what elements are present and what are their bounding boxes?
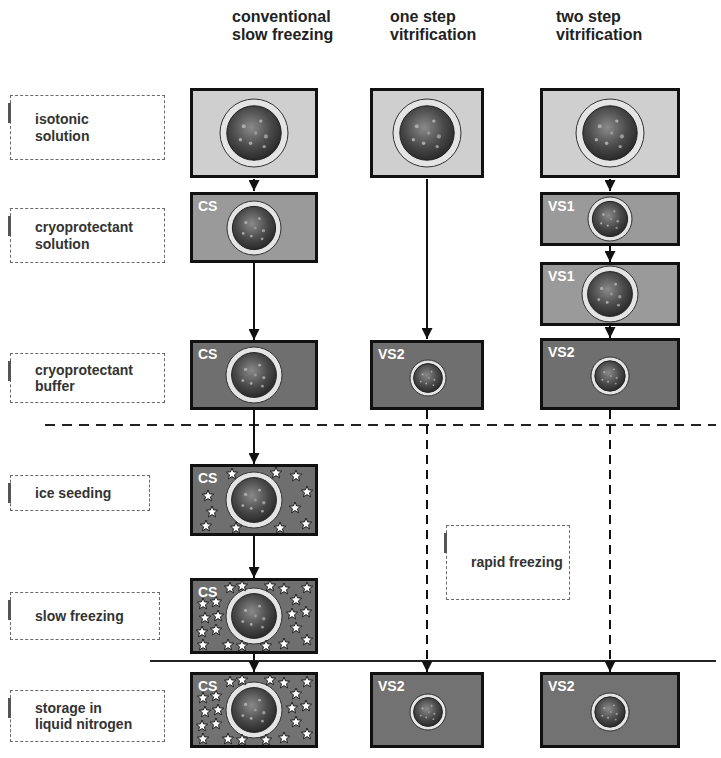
ice-crystals <box>196 580 312 651</box>
sample-box: VS1 <box>540 192 680 246</box>
sample-box: VS2 <box>540 672 680 748</box>
sample-box: VS2 <box>540 338 680 410</box>
isotonic-box <box>372 90 483 177</box>
isotonic-box <box>192 90 317 177</box>
ice-crystals <box>196 674 312 745</box>
step-label-box: ice seeding <box>10 475 150 511</box>
column-heading: one step vitrification <box>390 8 490 45</box>
column-heading: two step vitrification <box>556 8 656 45</box>
flow-arrow <box>253 654 255 672</box>
flow-arrow <box>609 246 611 262</box>
sample-box: CS <box>190 464 318 536</box>
sample-box: CS <box>190 192 318 263</box>
flow-arrow <box>609 179 611 191</box>
solution-label: VS2 <box>548 678 574 695</box>
flow-arrow <box>253 536 255 578</box>
solution-label: CS <box>198 346 217 363</box>
flow-arrow <box>609 326 611 338</box>
flow-arrow <box>253 179 255 191</box>
solution-label: VS2 <box>378 346 404 363</box>
step-label: ice seeding <box>35 485 111 501</box>
sample-box: CS <box>190 340 318 410</box>
phase-divider <box>45 424 716 426</box>
step-label-box: cryoprotectant solution <box>10 208 165 263</box>
step-label: slow freezing <box>35 608 124 624</box>
step-label-box: slow freezing <box>10 592 160 640</box>
step-label: isotonic solution <box>35 111 141 143</box>
box-fill <box>190 192 680 748</box>
flow-arrow <box>426 179 428 339</box>
isotonic-box <box>542 90 679 177</box>
sample-box: VS1 <box>540 262 680 326</box>
solution-label: CS <box>198 198 217 215</box>
step-label: storage in liquid nitrogen <box>35 700 141 732</box>
sample-box: VS2 <box>370 672 484 748</box>
sample-box: CS <box>190 578 318 654</box>
column-heading: conventional slow freezing <box>232 8 350 45</box>
solution-label: CS <box>198 470 217 487</box>
step-label-box: isotonic solution <box>10 95 165 160</box>
flow-arrow <box>426 410 428 672</box>
solution-label: CS <box>198 678 217 695</box>
flow-arrow <box>609 410 611 672</box>
step-label: cryoprotectant buffer <box>35 362 141 394</box>
step-label: cryoprotectant solution <box>35 219 141 251</box>
step-label: rapid freezing <box>471 554 563 570</box>
sample-box: VS2 <box>370 340 484 410</box>
step-label-box: rapid freezing <box>446 525 570 600</box>
flow-arrow <box>253 263 255 340</box>
solution-label: VS1 <box>548 268 574 285</box>
flow-arrow <box>253 410 255 464</box>
sample-box: CS <box>190 672 318 748</box>
solution-label: VS2 <box>548 344 574 361</box>
step-label-box: storage in liquid nitrogen <box>10 690 165 742</box>
solution-label: VS1 <box>548 198 574 215</box>
solution-label: VS2 <box>378 678 404 695</box>
phase-divider <box>150 660 716 662</box>
step-label-box: cryoprotectant buffer <box>10 353 165 403</box>
solution-label: CS <box>198 584 217 601</box>
